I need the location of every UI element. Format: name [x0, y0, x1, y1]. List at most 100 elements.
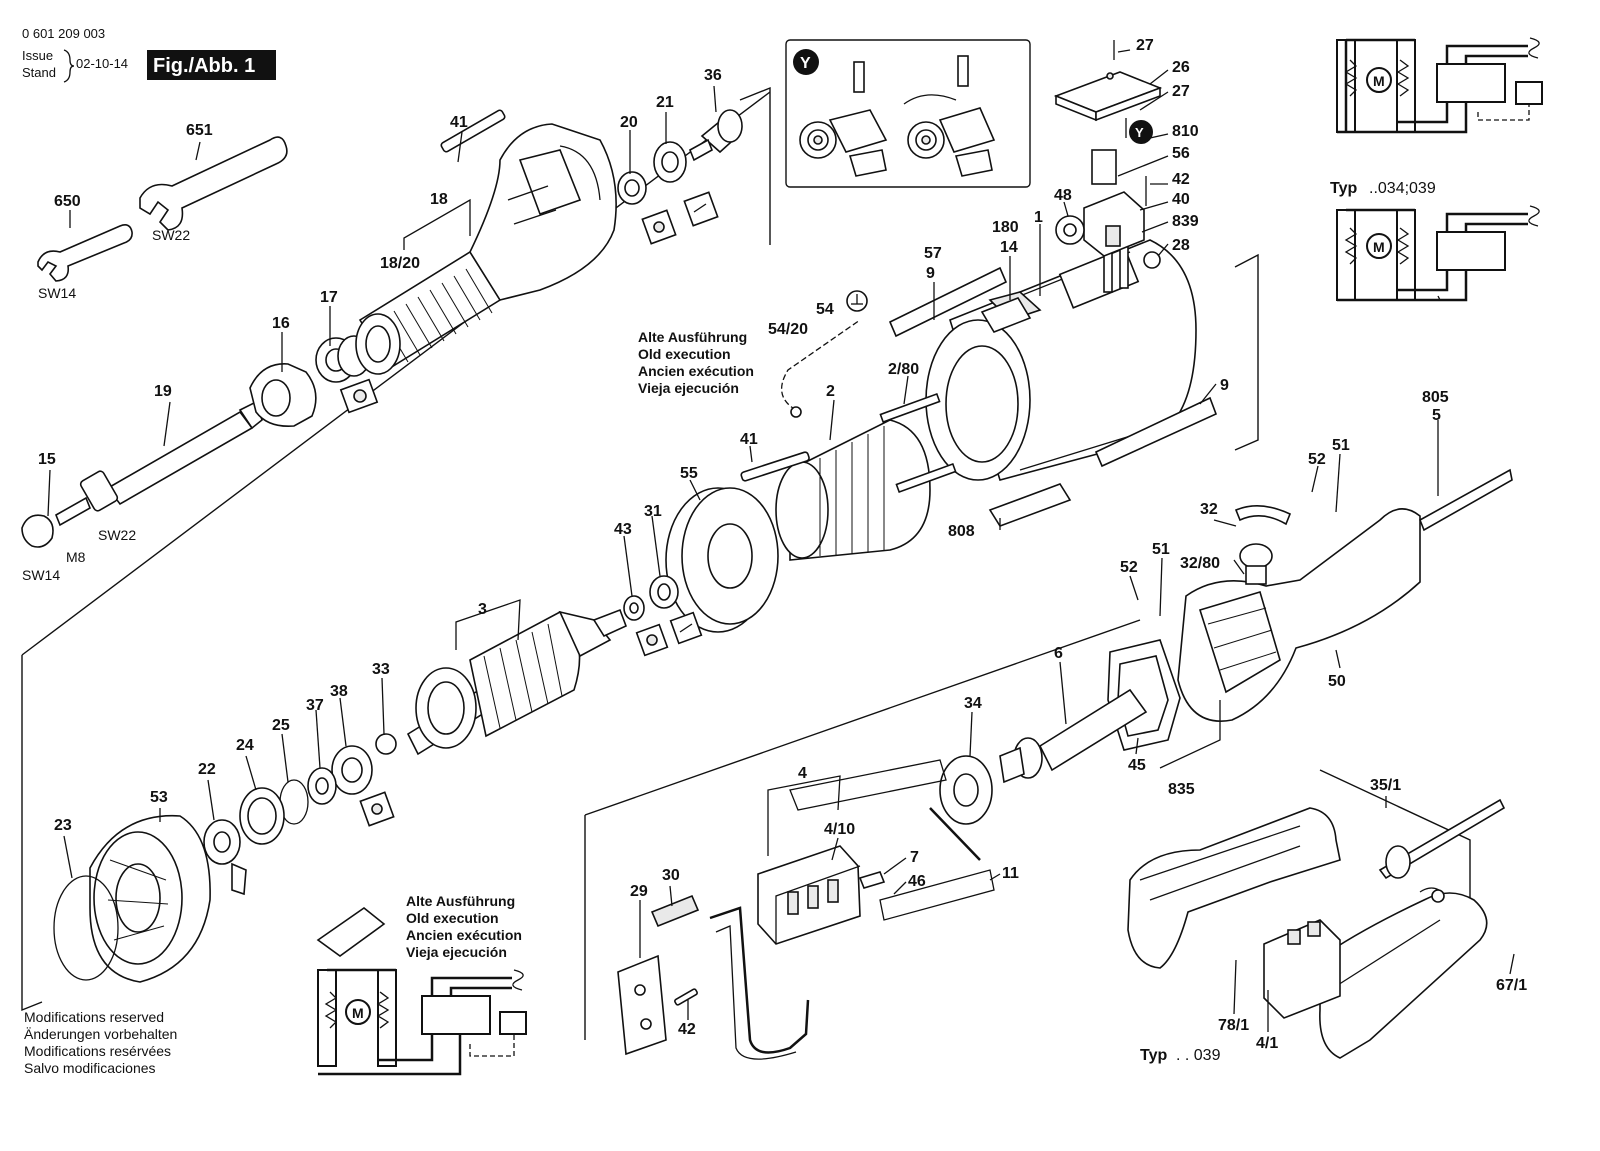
label-45: 45 [1128, 757, 1146, 774]
label-18-20: 18/20 [380, 255, 420, 272]
front-bearing-stack [203, 733, 397, 896]
brush-holder: Y [1053, 40, 1163, 269]
label-33: 33 [372, 661, 390, 678]
old-exec-b-line3: Ancien exécution [406, 927, 522, 943]
label-56: 56 [1172, 145, 1190, 162]
detail-reference-icon [1129, 120, 1153, 144]
label-2: 2 [826, 383, 835, 400]
motor-symbol-icon [1366, 67, 1392, 93]
label-839: 839 [1172, 213, 1199, 230]
power-cord-5 [1418, 468, 1513, 532]
figure-badge-bg [147, 50, 276, 80]
label-42-upper: 42 [1172, 171, 1190, 188]
header-block: 0 601 209 003 Issue Stand 02-10-14 Fig./… [22, 26, 276, 83]
screw-41-lower [740, 451, 810, 482]
switch-symbol-icon [1528, 37, 1540, 59]
label-810: 810 [1172, 123, 1199, 140]
label-sw14-a: SW14 [38, 285, 76, 301]
label-37: 37 [306, 697, 324, 714]
o-ring-23 [53, 875, 119, 981]
spindle-shaft [106, 410, 254, 506]
old-exec-a-line4: Vieja ejecución [638, 380, 739, 396]
label-30: 30 [662, 867, 680, 884]
label-5: 5 [1432, 407, 1441, 424]
circuit-top: M [1336, 37, 1543, 134]
front-flange-53 [89, 814, 211, 983]
motor-symbol-b: M [1373, 239, 1385, 255]
label-54-20: 54/20 [768, 321, 808, 338]
label-57: 57 [924, 245, 942, 262]
typ034-suffix: ..034;039 [1369, 180, 1436, 197]
old-brush-part [316, 907, 386, 957]
label-54: 54 [816, 301, 834, 318]
old-exec-b-line2: Old execution [406, 910, 499, 926]
clamp-29-30 [617, 894, 700, 1056]
label-sw22-b: SW22 [98, 527, 136, 543]
label-sw22-a: SW22 [152, 227, 190, 243]
typ039-handle-set [1127, 798, 1506, 1059]
label-32: 32 [1200, 501, 1218, 518]
label-9-upper: 9 [926, 265, 935, 282]
label-9-lower: 9 [1220, 377, 1229, 394]
label-52-upper: 52 [1308, 451, 1326, 468]
label-55: 55 [680, 465, 698, 482]
label-plates [888, 266, 1218, 527]
modifications-line4: Salvo modificaciones [24, 1060, 156, 1076]
label-42-lower: 42 [678, 1021, 696, 1038]
collet-nut [79, 470, 119, 512]
label-15: 15 [38, 451, 56, 468]
knob-32 [1234, 505, 1292, 526]
wrench-sw22 [139, 136, 288, 231]
circuit-old: M [316, 907, 527, 1076]
label-4: 4 [798, 765, 807, 782]
label-651: 651 [186, 122, 213, 139]
old-exec-a-line1: Alte Ausführung [638, 329, 747, 345]
detail-marker-icon [793, 49, 819, 75]
bearing-nut-16 [249, 363, 317, 428]
circuit-typ034: Typ ..034;039 M [1330, 180, 1540, 302]
grommet-34 [939, 755, 993, 825]
label-1: 1 [1034, 209, 1043, 226]
header-brace [63, 49, 75, 83]
label-180: 180 [992, 219, 1019, 236]
screw-41-upper [440, 109, 506, 153]
field-stator [740, 392, 957, 561]
label-51-upper: 51 [1332, 437, 1350, 454]
switch-assembly [757, 759, 995, 945]
label-m8: M8 [66, 549, 86, 565]
rear-handle [1177, 468, 1513, 722]
bearing-20 [617, 171, 677, 245]
gear-housing [355, 109, 617, 375]
issue-label: Issue [22, 48, 53, 63]
fan-baffle-55 [665, 487, 779, 633]
leader-lines [47, 49, 1515, 1032]
brush-detail-frame [785, 39, 1031, 188]
lower-left-frame [21, 655, 43, 1012]
label-sw14-b: SW14 [22, 567, 60, 583]
label-22: 22 [198, 761, 216, 778]
modifications-line2: Änderungen vorbehalten [24, 1026, 177, 1042]
label-50: 50 [1328, 673, 1346, 690]
wrench-sw14 [37, 224, 133, 282]
label-67-1: 67/1 [1496, 977, 1527, 994]
motor-symbol-c: M [352, 1005, 364, 1021]
collet [21, 514, 54, 548]
label-32-80: 32/80 [1180, 555, 1220, 572]
label-17: 17 [320, 289, 338, 306]
label-28: 28 [1172, 237, 1190, 254]
wires [709, 906, 810, 1060]
label-14: 14 [1000, 239, 1018, 256]
cable-sleeve-6 [999, 688, 1148, 784]
label-7: 7 [910, 849, 919, 866]
label-43: 43 [614, 521, 632, 538]
label-25: 25 [272, 717, 290, 734]
part-number: 0 601 209 003 [22, 26, 105, 41]
plate-14 [980, 297, 1032, 333]
label-40: 40 [1172, 191, 1190, 208]
part-labels: 651 650 SW22 SW14 19 15 SW22 M8 SW14 16 … [22, 37, 1527, 1076]
label-41-lower: 41 [740, 431, 758, 448]
label-31: 31 [644, 503, 662, 520]
label-11: 11 [1002, 865, 1019, 882]
